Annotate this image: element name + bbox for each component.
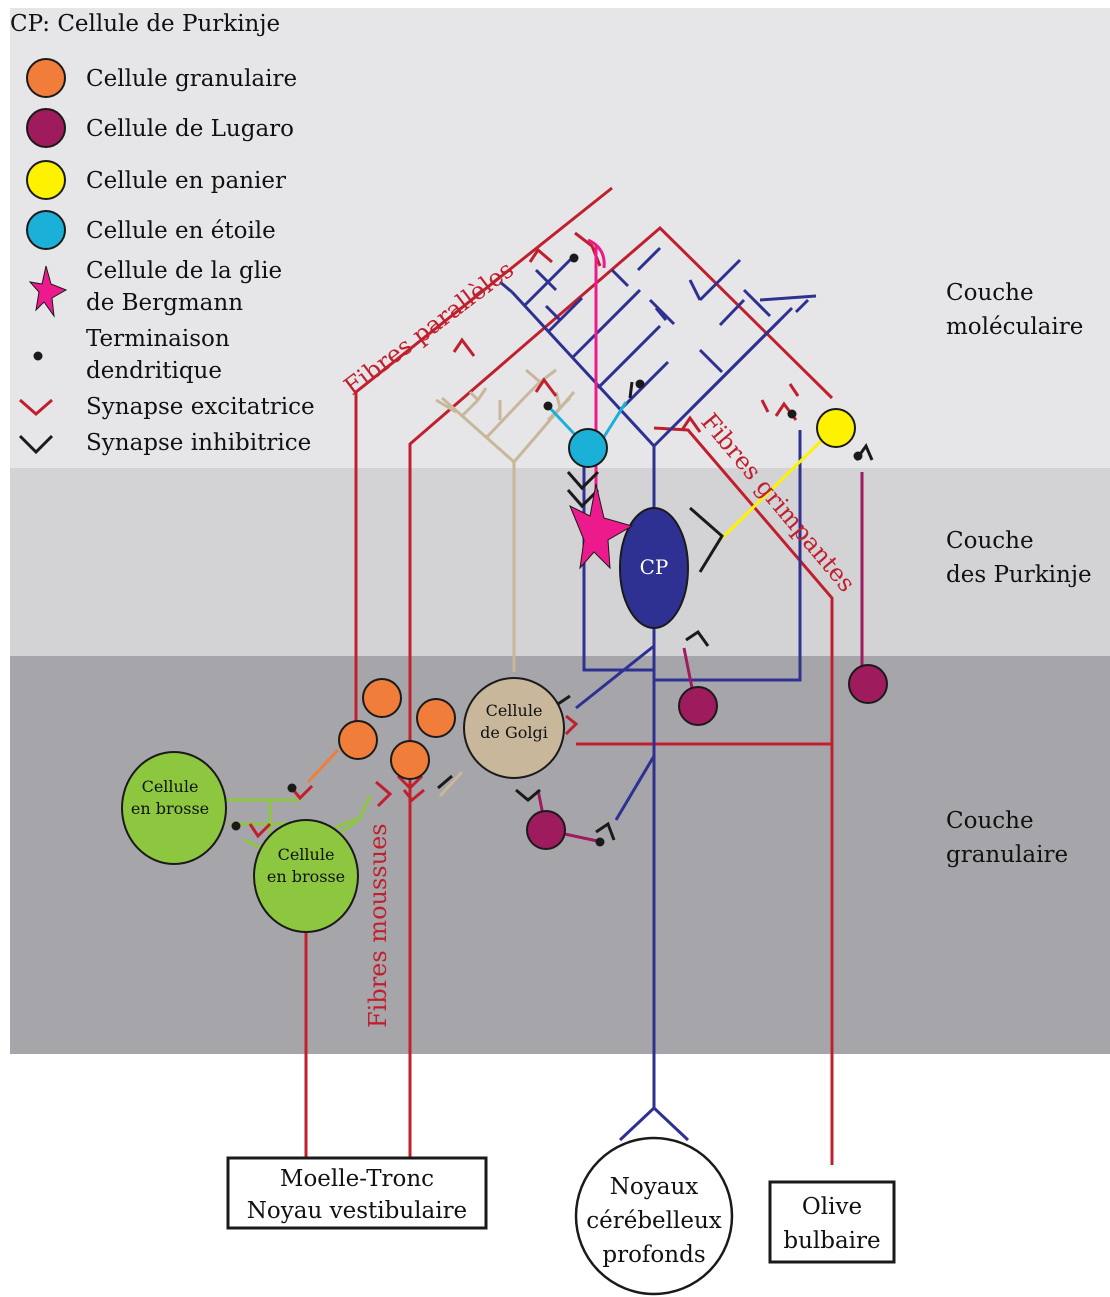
deep-nuclei-label-2: cérébelleux xyxy=(586,1208,722,1234)
mossy-fibers xyxy=(304,780,412,1158)
golgi-cell-label-1: Cellule xyxy=(486,701,543,720)
golgi-dendrites xyxy=(435,368,576,798)
legend-granule-swatch xyxy=(26,58,66,98)
legend-terminal-label-2: dendritique xyxy=(86,358,222,384)
bergmann-glia-star xyxy=(569,483,634,570)
brush-cell-2-label-1: Cellule xyxy=(278,845,335,864)
deep-nuclei-label-3: profonds xyxy=(602,1242,705,1268)
stellate-cell xyxy=(568,428,608,468)
granular-layer-label-2: granulaire xyxy=(946,842,1068,868)
legend-stellate-swatch xyxy=(26,210,66,250)
granule-cells xyxy=(338,678,456,780)
spinal-box xyxy=(226,1156,488,1230)
basket-axon xyxy=(720,438,824,540)
purkinje-layer-label-2: des Purkinje xyxy=(946,562,1092,588)
deep-nuclei-label-1: Noyaux xyxy=(610,1174,698,1200)
golgi-cell-label-2: de Golgi xyxy=(480,723,548,742)
mossy-fibers-label: Fibres moussues xyxy=(364,823,392,1028)
legend-terminal-label-1: Terminaison xyxy=(86,326,230,352)
spinal-box-label-2: Noyau vestibulaire xyxy=(247,1198,467,1224)
legend-excitatory-swatch xyxy=(19,398,53,416)
brush-cell-1 xyxy=(121,751,227,865)
purkinje-layer-label-1: Couche xyxy=(946,528,1034,554)
brush-cell-2 xyxy=(253,819,359,933)
olive-box-label-1: Olive xyxy=(802,1194,862,1220)
lugaro-cells xyxy=(526,664,888,850)
legend-inhibitory-label: Synapse inhibitrice xyxy=(86,430,311,456)
legend-title: CP: Cellule de Purkinje xyxy=(10,11,280,37)
legend-bergmann-label-2: de Bergmann xyxy=(86,290,243,316)
spinal-box-label-1: Moelle-Tronc xyxy=(280,1166,434,1192)
basket-cell xyxy=(816,408,856,448)
legend-lugaro-swatch xyxy=(26,108,66,148)
molecular-layer-label-1: Couche xyxy=(946,280,1034,306)
purkinje-layer-bg xyxy=(10,468,1110,656)
brush-cell-2-label-2: en brosse xyxy=(267,867,345,886)
purkinje-cell xyxy=(619,507,689,629)
legend-basket-swatch xyxy=(26,160,66,200)
brush-cell-1-label-1: Cellule xyxy=(142,777,199,796)
dendritic-terminals xyxy=(231,253,863,847)
legend-inhibitory-swatch xyxy=(18,434,54,455)
legend-excitatory-label: Synapse excitatrice xyxy=(86,394,315,420)
legend-terminal-swatch xyxy=(33,351,43,361)
molecular-layer-bg xyxy=(10,8,1110,468)
olive-box xyxy=(768,1180,896,1264)
legend-stellate-label: Cellule en étoile xyxy=(86,218,276,244)
legend-granule-label: Cellule granulaire xyxy=(86,66,297,92)
legend: CP: Cellule de Purkinje Cellule granulai… xyxy=(10,11,315,456)
granule-axon xyxy=(306,748,340,784)
deep-nuclei-circle xyxy=(574,1136,734,1296)
olive-box-label-2: bulbaire xyxy=(783,1228,880,1254)
golgi-cell xyxy=(463,677,565,779)
brush-cell-1-label-2: en brosse xyxy=(131,799,209,818)
legend-basket-label: Cellule en panier xyxy=(86,168,286,194)
legend-lugaro-label: Cellule de Lugaro xyxy=(86,116,294,142)
molecular-layer-label-2: moléculaire xyxy=(946,314,1083,340)
purkinje-cell-label: CP xyxy=(640,555,669,579)
legend-bergmann-label-1: Cellule de la glie xyxy=(86,258,282,284)
granular-layer-label-1: Couche xyxy=(946,808,1034,834)
legend-bergmann-swatch xyxy=(28,265,68,318)
